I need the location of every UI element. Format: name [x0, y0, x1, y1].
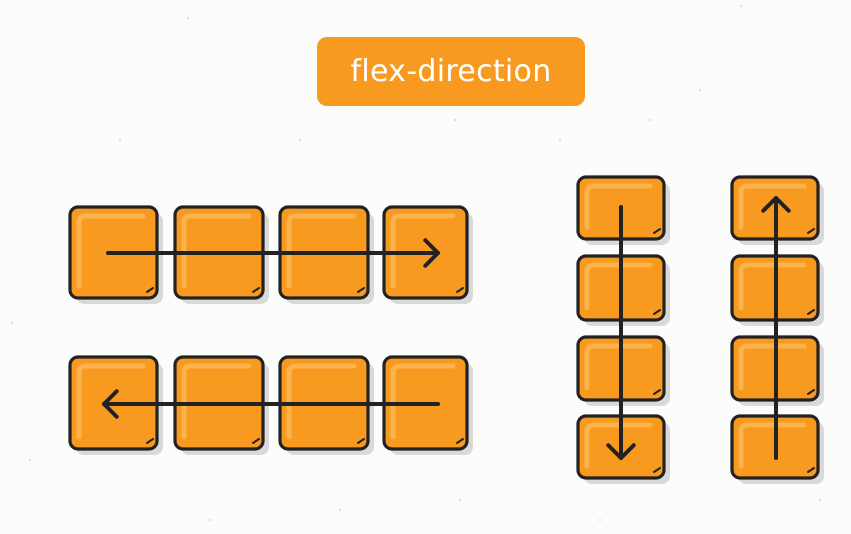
flex-item-box — [576, 414, 670, 484]
flex-item-box — [576, 254, 670, 326]
column-reverse-group — [730, 175, 824, 484]
box-sketch-mark — [653, 309, 661, 315]
box-sketch-mark — [807, 228, 815, 234]
box-highlight — [76, 213, 146, 289]
box-sketch-mark — [653, 389, 661, 395]
box-sketch-mark — [146, 438, 154, 444]
box-highlight — [738, 422, 807, 469]
direction-arrow — [106, 238, 440, 268]
background-speck — [459, 499, 461, 501]
box-highlight — [738, 262, 807, 311]
arrow-head — [102, 389, 119, 419]
background-speck — [454, 119, 456, 121]
box-sketch-mark — [252, 287, 260, 293]
background-speck — [29, 459, 31, 461]
box-highlight — [584, 262, 653, 311]
box-highlight — [286, 363, 357, 440]
arrow-head — [423, 238, 440, 268]
box-highlight — [584, 422, 653, 469]
arrow-head — [606, 443, 636, 460]
column-group — [576, 175, 670, 484]
box-sketch-mark — [146, 287, 154, 293]
flex-item-box — [382, 205, 473, 304]
box-sketch-mark — [357, 438, 365, 444]
direction-arrow — [761, 196, 791, 460]
direction-arrow — [102, 389, 440, 419]
background-speck — [339, 509, 341, 511]
row-reverse-group — [68, 355, 473, 455]
row-group — [68, 205, 473, 304]
background-speck — [559, 139, 561, 141]
box-sketch-mark — [807, 309, 815, 315]
flex-item-box — [576, 175, 670, 245]
background-speck — [119, 139, 121, 141]
background-speck — [649, 119, 651, 121]
flex-item-box — [68, 355, 163, 455]
box-sketch-mark — [252, 438, 260, 444]
background-speck — [11, 322, 13, 324]
direction-arrow — [606, 205, 636, 460]
background-speck — [209, 519, 211, 521]
box-sketch-mark — [807, 389, 815, 395]
background-speck — [187, 17, 189, 19]
flex-item-box — [382, 355, 473, 455]
box-highlight — [286, 213, 357, 289]
box-highlight — [738, 343, 807, 391]
background-speck — [699, 89, 701, 91]
flex-item-box — [730, 414, 824, 484]
box-sketch-mark — [456, 287, 464, 293]
box-sketch-mark — [653, 467, 661, 473]
box-highlight — [390, 213, 456, 289]
box-highlight — [390, 363, 456, 440]
flex-item-box — [173, 205, 269, 304]
flex-item-box — [68, 205, 163, 304]
box-sketch-mark — [456, 438, 464, 444]
box-highlight — [584, 183, 653, 230]
background-speck — [299, 139, 301, 141]
box-sketch-mark — [807, 467, 815, 473]
box-highlight — [584, 343, 653, 391]
background-speck — [740, 5, 742, 7]
title-badge: flex-direction — [317, 37, 585, 106]
box-highlight — [181, 363, 252, 440]
background-speck — [819, 499, 821, 501]
background-specks — [11, 5, 821, 521]
flex-item-box — [278, 205, 374, 304]
flex-item-box — [576, 335, 670, 406]
box-highlight — [181, 213, 252, 289]
background-speck — [599, 519, 601, 521]
box-sketch-mark — [653, 228, 661, 234]
box-sketch-mark — [357, 287, 365, 293]
title-text: flex-direction — [350, 54, 552, 89]
arrow-head — [761, 196, 791, 213]
box-highlight — [738, 183, 807, 230]
box-highlight — [76, 363, 146, 440]
